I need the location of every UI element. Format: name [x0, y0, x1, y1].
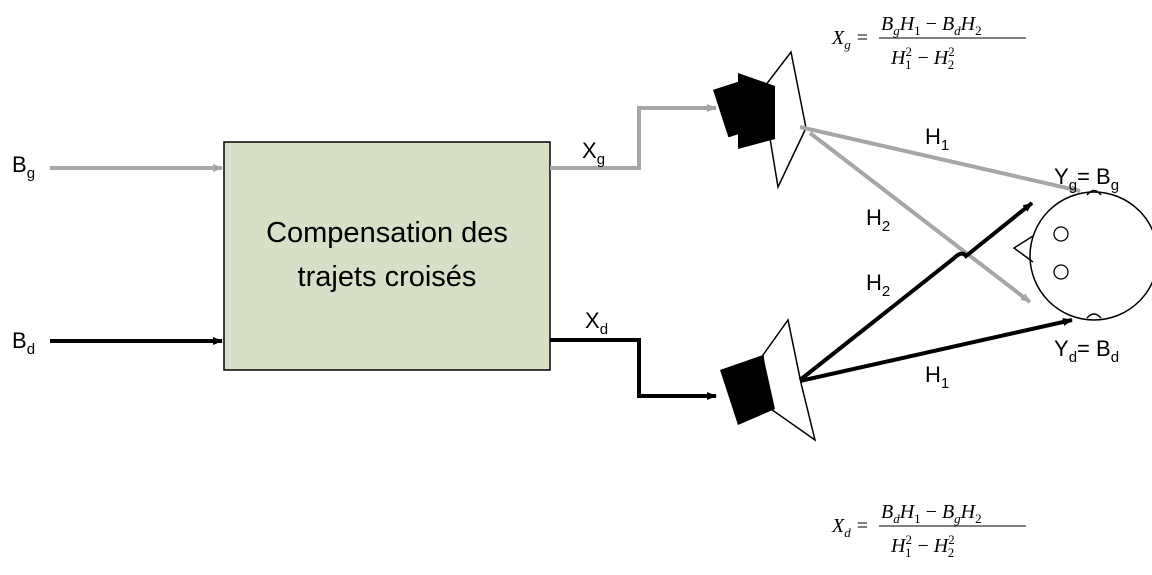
path-h2-left-to-right-ear: [808, 131, 1032, 304]
input-bd-label: Bd: [12, 328, 35, 358]
svg-text:H21−H22: H21−H22: [890, 44, 955, 72]
svg-text:BdH1−BgH2: BdH1−BgH2: [881, 501, 982, 526]
listener-head-icon: [1012, 189, 1152, 321]
compensation-block: [223, 141, 551, 371]
path-h1-right-to-right-ear: [799, 318, 1073, 383]
label-h2-upper: H2: [866, 205, 890, 235]
output-xg-label: Xg: [582, 138, 605, 168]
path-h1-left-to-left-ear: [799, 125, 1081, 193]
output-xd-label: Xd: [585, 308, 608, 338]
label-h1-top: H1: [925, 124, 949, 154]
label-h1-bottom: H1: [925, 362, 949, 392]
output-xd-path: [550, 338, 717, 400]
label-h2-lower: H2: [866, 270, 890, 300]
path-h2-right-to-left-ear: [798, 201, 1034, 382]
block-label-line1: Compensation des: [266, 217, 508, 249]
block-label-line2: trajets croisés: [298, 261, 477, 293]
ear-right-label: Yd= Bd: [1054, 336, 1119, 366]
ear-left-label: Yg= Bg: [1054, 164, 1119, 194]
left-speaker-icon: [713, 50, 807, 190]
svg-text:H21−H22: H21−H22: [890, 532, 955, 560]
output-xg-path: [550, 104, 717, 170]
svg-text:Xd=: Xd=: [831, 515, 868, 540]
svg-text:Xg=: Xg=: [831, 27, 868, 52]
svg-text:BgH1−BdH2: BgH1−BdH2: [881, 13, 982, 38]
input-bg-label: Bg: [12, 152, 35, 182]
right-speaker-icon: [720, 318, 817, 442]
